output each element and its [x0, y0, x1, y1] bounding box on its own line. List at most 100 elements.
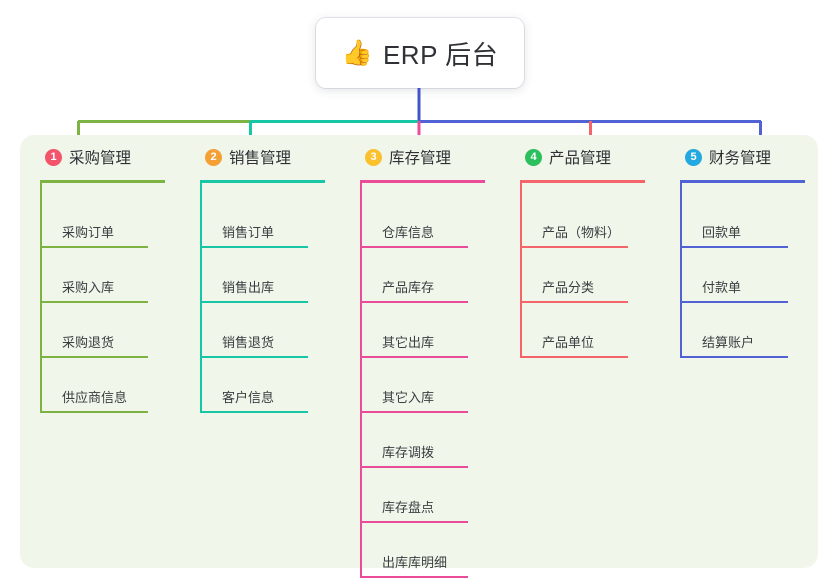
branch-item-list: 仓库信息产品库存其它出库其它入库库存调拨库存盘点出库库明细 [360, 183, 520, 578]
branch-item-list: 产品（物料） 产品分类产品单位 [520, 183, 680, 358]
branch-item-rule [40, 301, 148, 303]
branch-item-list: 销售订单销售出库销售退货客户信息 [200, 183, 360, 413]
branch-item-label: 其它入库 [382, 390, 435, 405]
branch-item-label: 销售退货 [222, 335, 275, 350]
branch-item[interactable]: 库存盘点 [360, 468, 520, 523]
branch-header-rule [200, 180, 325, 183]
branch-spine [200, 183, 202, 412]
branch-column-2: 2 销售管理销售订单销售出库销售退货客户信息 [200, 135, 360, 568]
branch-item-rule [360, 301, 468, 303]
branch-item[interactable]: 供应商信息 [40, 358, 200, 413]
branch-header-2[interactable]: 2 销售管理 [200, 135, 360, 183]
branch-header-row: 3 库存管理 [360, 146, 520, 168]
branch-header-4[interactable]: 4 产品管理 [520, 135, 680, 183]
branch-index-badge-5: 5 [685, 148, 702, 166]
branch-header-rule [40, 180, 165, 183]
branch-header-rule [360, 180, 485, 183]
branch-item[interactable]: 产品分类 [520, 248, 680, 303]
branch-column-3: 3 库存管理仓库信息产品库存其它出库其它入库库存调拨库存盘点出库库明细 [360, 135, 520, 578]
branch-spine [360, 183, 362, 577]
page-title: ERP 后台 [382, 39, 499, 70]
branch-item-label: 采购订单 [62, 225, 115, 240]
branch-item-label: 库存调拨 [382, 445, 435, 460]
branch-index-badge-4: 4 [525, 148, 542, 166]
branch-item[interactable]: 客户信息 [200, 358, 360, 413]
branch-item-label: 销售订单 [222, 225, 275, 240]
branch-header-1[interactable]: 1 采购管理 [40, 135, 200, 183]
branch-item-rule [200, 411, 308, 413]
branch-item[interactable]: 产品库存 [360, 248, 520, 303]
branch-item-rule [40, 356, 148, 358]
branch-column-5: 5 财务管理回款单付款单结算账户 [680, 135, 839, 568]
branch-item[interactable]: 销售出库 [200, 248, 360, 303]
branch-item[interactable]: 销售订单 [200, 193, 360, 248]
branch-column-1: 1 采购管理采购订单采购入库采购退货供应商信息 [40, 135, 200, 568]
branch-item-rule [40, 411, 148, 413]
branch-item[interactable]: 采购入库 [40, 248, 200, 303]
branch-item-label: 产品（物料） [542, 225, 621, 240]
branch-item[interactable]: 仓库信息 [360, 193, 520, 248]
branch-item-rule [520, 356, 628, 358]
branch-header-rule [520, 180, 645, 183]
branch-item-list: 采购订单采购入库采购退货供应商信息 [40, 183, 200, 413]
branch-header-rule [680, 180, 805, 183]
branch-header-3[interactable]: 3 库存管理 [360, 135, 520, 183]
branch-item-rule [360, 411, 468, 413]
branch-item-rule [360, 466, 468, 468]
branch-item-rule [360, 246, 468, 248]
branch-index-badge-1: 1 [45, 148, 62, 166]
branch-item[interactable]: 回款单 [680, 193, 839, 248]
branch-item[interactable]: 出库库明细 [360, 523, 520, 578]
branch-header-row: 2 销售管理 [200, 146, 360, 168]
thumbs-up-icon: 👍 [341, 38, 373, 67]
branch-item-rule [360, 576, 468, 578]
branch-item-label: 采购入库 [62, 280, 115, 295]
branch-item[interactable]: 其它入库 [360, 358, 520, 413]
branch-item-label: 采购退货 [62, 335, 115, 350]
branch-item-label: 产品单位 [542, 335, 595, 350]
branch-item-rule [680, 356, 788, 358]
branch-item-label: 付款单 [702, 280, 742, 295]
branch-item[interactable]: 库存调拨 [360, 413, 520, 468]
branch-item-label: 产品分类 [542, 280, 595, 295]
branch-item[interactable]: 产品（物料） [520, 193, 680, 248]
branch-item[interactable]: 其它出库 [360, 303, 520, 358]
branch-item-rule [40, 246, 148, 248]
branch-item-label: 产品库存 [382, 280, 435, 295]
branch-header-label: 采购管理 [69, 150, 132, 167]
branch-item[interactable]: 结算账户 [680, 303, 839, 358]
branch-header-label: 财务管理 [709, 150, 772, 167]
branch-item-label: 库存盘点 [382, 500, 435, 515]
branch-item[interactable]: 采购退货 [40, 303, 200, 358]
branch-item-label: 回款单 [702, 225, 742, 240]
branch-spine [520, 183, 522, 357]
branch-item[interactable]: 销售退货 [200, 303, 360, 358]
branch-item-label: 销售出库 [222, 280, 275, 295]
branch-header-label: 库存管理 [389, 150, 452, 167]
branch-item-rule [520, 246, 628, 248]
branch-item-rule [520, 301, 628, 303]
branch-index-badge-2: 2 [205, 148, 222, 166]
branch-spine [40, 183, 42, 412]
branch-item[interactable]: 产品单位 [520, 303, 680, 358]
branch-header-5[interactable]: 5 财务管理 [680, 135, 839, 183]
branch-item-label: 供应商信息 [62, 390, 128, 405]
root-title-card[interactable]: 👍 ERP 后台 [316, 18, 524, 88]
branch-column-4: 4 产品管理产品（物料） 产品分类产品单位 [520, 135, 680, 568]
branch-item-label: 出库库明细 [382, 555, 448, 570]
branch-header-label: 产品管理 [549, 150, 612, 167]
branch-item[interactable]: 付款单 [680, 248, 839, 303]
branch-item-label: 仓库信息 [382, 225, 435, 240]
branch-item-rule [680, 246, 788, 248]
branch-index-badge-3: 3 [365, 148, 382, 166]
branch-spine [680, 183, 682, 357]
branch-header-label: 销售管理 [229, 150, 292, 167]
branch-item-list: 回款单付款单结算账户 [680, 183, 839, 358]
branch-item-rule [200, 356, 308, 358]
branch-item-rule [360, 521, 468, 523]
branch-item-rule [200, 246, 308, 248]
branch-columns: 1 采购管理采购订单采购入库采购退货供应商信息 2 销售管理销售订单销售出库销售退货客… [20, 135, 818, 578]
branch-item[interactable]: 采购订单 [40, 193, 200, 248]
branch-item-rule [680, 301, 788, 303]
branch-item-label: 其它出库 [382, 335, 435, 350]
